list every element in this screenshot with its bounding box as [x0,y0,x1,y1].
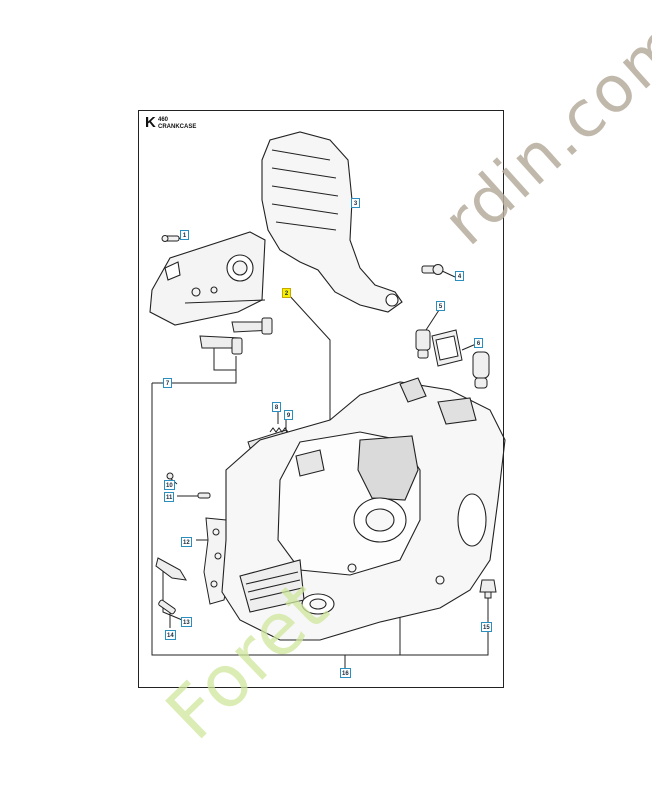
callout-8[interactable]: 8 [272,402,281,412]
bolt-part-4 [421,264,444,275]
leader-6 [461,343,477,351]
callout-1[interactable]: 1 [180,230,189,240]
rear-handle-part-3 [261,131,403,313]
diagram-frame [138,110,504,688]
leader-13 [162,566,188,623]
stud-part-7 [199,317,273,355]
side-plate-part-2 [149,231,266,326]
model-number: 460 [158,117,169,123]
bolt-part-13 [155,557,187,615]
plug-part-15 [479,579,497,599]
section-letter: K [145,114,156,131]
callout-4[interactable]: 4 [455,271,464,281]
callout-6[interactable]: 6 [474,338,483,348]
leader-16b [345,632,489,656]
leader-7 [151,383,345,656]
callout-3[interactable]: 3 [351,198,360,208]
leader-7b [152,356,237,384]
callout-12[interactable]: 12 [181,537,192,547]
leader-7c [213,345,236,371]
screw-part-10 [166,472,211,499]
callout-5[interactable]: 5 [436,301,445,311]
filter-part-6 [431,329,490,389]
callout-7[interactable]: 7 [163,378,172,388]
section-title: CRANKCASE [158,124,197,130]
callout-10[interactable]: 10 [164,480,175,490]
bolt-part-1 [161,235,180,242]
crankcase-body-part-16 [221,377,506,641]
callout-2[interactable]: 2 [282,288,291,298]
callout-16[interactable]: 16 [340,668,351,678]
damper-part-5 [415,329,431,359]
callout-14[interactable]: 14 [165,630,176,640]
callout-15[interactable]: 15 [481,622,492,632]
callout-9[interactable]: 9 [284,410,293,420]
callout-13[interactable]: 13 [181,617,192,627]
callout-11[interactable]: 11 [164,492,175,502]
